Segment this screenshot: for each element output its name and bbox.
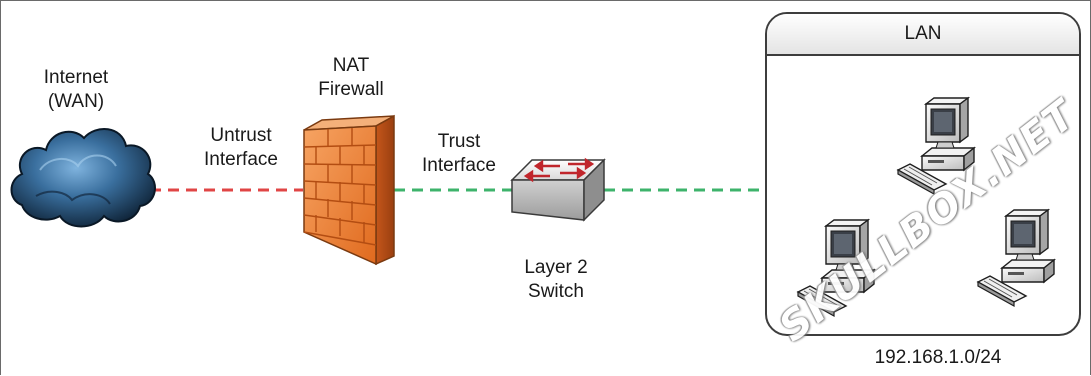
nat-firewall-label: NAT Firewall <box>318 55 384 100</box>
trust-interface-label: Trust Interface <box>422 131 496 176</box>
internet-label: Internet (WAN) <box>43 67 109 112</box>
lan-title: LAN <box>767 14 1079 56</box>
lan-subnet-label: 192.168.1.0/24 <box>874 347 1002 368</box>
untrust-interface-label: Untrust Interface <box>204 125 278 170</box>
cloud-icon <box>10 127 156 228</box>
switch-icon <box>510 157 606 222</box>
computer-icon <box>977 209 1055 307</box>
layer2-switch-label: Layer 2 Switch <box>524 257 588 302</box>
firewall-icon <box>303 114 395 266</box>
